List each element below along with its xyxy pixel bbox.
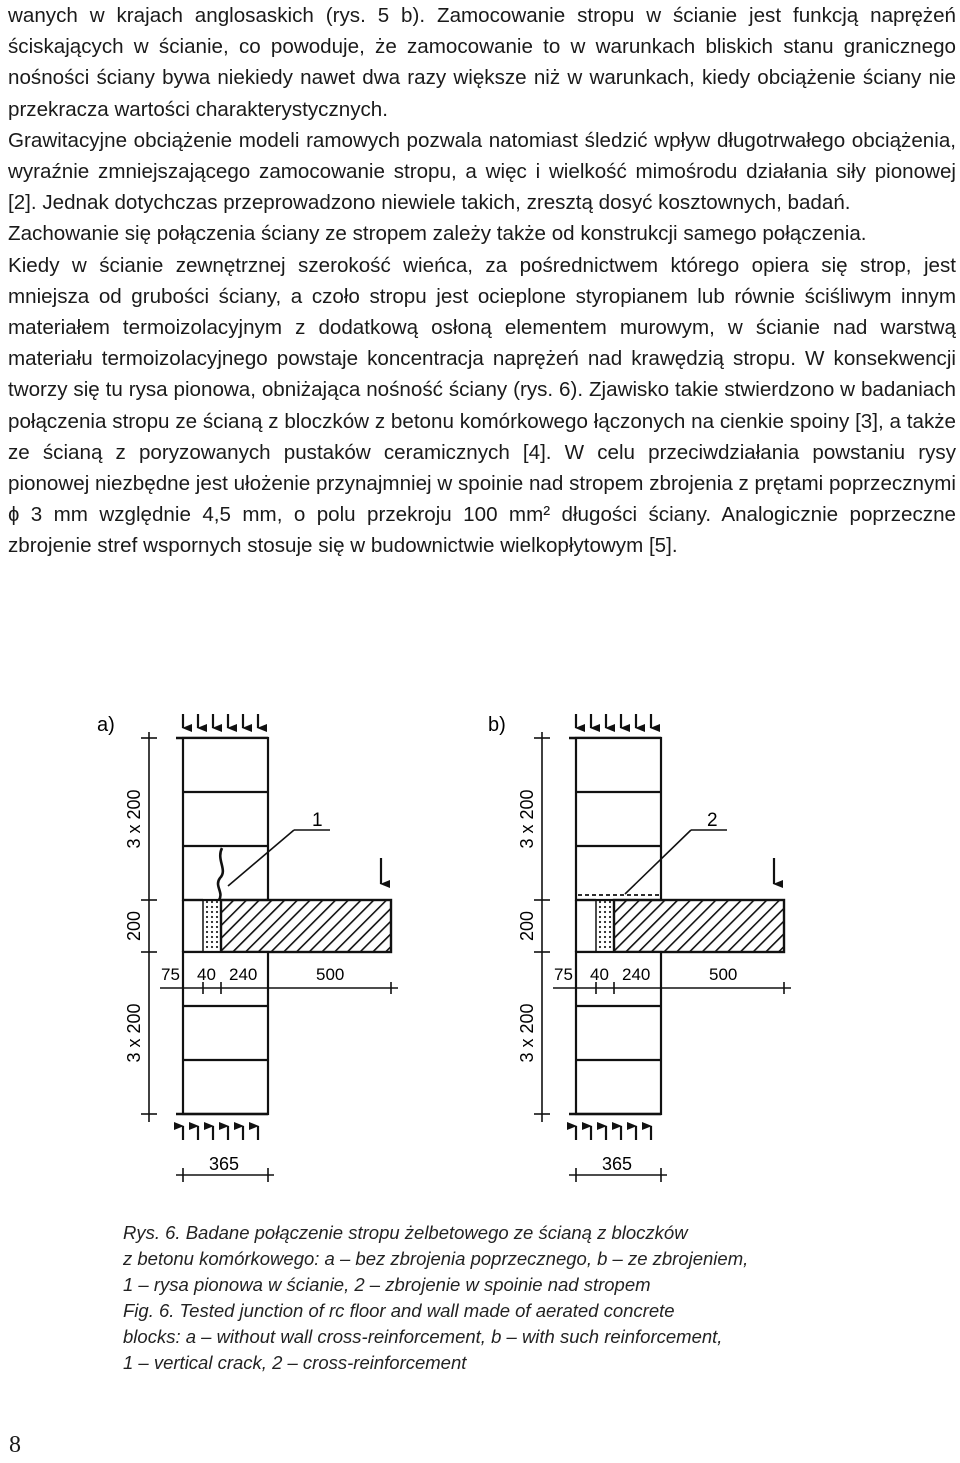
dim-slab: 200: [517, 911, 537, 941]
load-arrows-top: [569, 714, 661, 740]
figure-caption: Rys. 6. Badane połączenie stropu żelbeto…: [123, 1220, 923, 1376]
panel-b: b): [488, 714, 791, 1182]
horizontal-dimension: [160, 982, 398, 994]
dim-upper-wall: 3 x 200: [517, 789, 537, 848]
callout-1: 1: [312, 810, 323, 831]
vertical-dimension: [534, 732, 550, 1122]
page-number: 8: [9, 1432, 21, 1458]
panel-a: a): [97, 714, 398, 1182]
paragraph-2: Grawitacyjne obciążenie modeli ramowych …: [8, 128, 956, 215]
dim-500: 500: [709, 965, 737, 984]
panel-b-label: b): [488, 714, 506, 736]
vertical-crack: [216, 847, 225, 901]
figure-6: a): [0, 700, 960, 1210]
floor-slab: [181, 898, 393, 954]
upper-wall: [574, 736, 663, 902]
caption-line: z betonu komórkowego: a – bez zbrojenia …: [123, 1248, 749, 1269]
dim-240: 240: [229, 965, 257, 984]
dim-base: 365: [209, 1154, 239, 1174]
support-arrows-bottom: [174, 1112, 274, 1182]
lower-wall: [181, 950, 270, 1116]
dim-75: 75: [554, 965, 573, 984]
caption-line: 1 – vertical crack, 2 – cross-reinforcem…: [123, 1352, 467, 1373]
dim-slab: 200: [124, 911, 144, 941]
dim-lower-wall: 3 x 200: [517, 1003, 537, 1062]
callout-2: 2: [707, 810, 718, 831]
lower-wall: [574, 950, 663, 1116]
dim-lower-wall: 3 x 200: [124, 1003, 144, 1062]
caption-line: 1 – rysa pionowa w ścianie, 2 – zbrojeni…: [123, 1274, 651, 1295]
upper-wall: [181, 736, 270, 902]
dim-40: 40: [197, 965, 216, 984]
paragraph-1: wanych w krajach anglosaskich (rys. 5 b)…: [8, 4, 956, 121]
panel-a-label: a): [97, 714, 115, 736]
caption-line: Fig. 6. Tested junction of rc floor and …: [123, 1300, 675, 1321]
dim-base: 365: [602, 1154, 632, 1174]
dim-500: 500: [316, 965, 344, 984]
floor-slab: [574, 898, 786, 954]
body-text: wanych w krajach anglosaskich (rys. 5 b)…: [8, 0, 956, 562]
dim-240: 240: [622, 965, 650, 984]
load-arrows-top: [176, 714, 268, 740]
caption-line: Rys. 6. Badane połączenie stropu żelbeto…: [123, 1222, 688, 1243]
caption-line: blocks: a – without wall cross-reinforce…: [123, 1326, 723, 1347]
horizontal-dimension: [553, 982, 791, 994]
dim-upper-wall: 3 x 200: [124, 789, 144, 848]
support-arrows-bottom: [567, 1112, 667, 1182]
paragraph-3: Zachowanie się połączenia ściany ze stro…: [8, 222, 867, 246]
vertical-dimension: [141, 732, 157, 1122]
dim-75: 75: [161, 965, 180, 984]
dim-40: 40: [590, 965, 609, 984]
paragraph-4: Kiedy w ścianie zewnętrznej szerokość wi…: [8, 253, 956, 558]
